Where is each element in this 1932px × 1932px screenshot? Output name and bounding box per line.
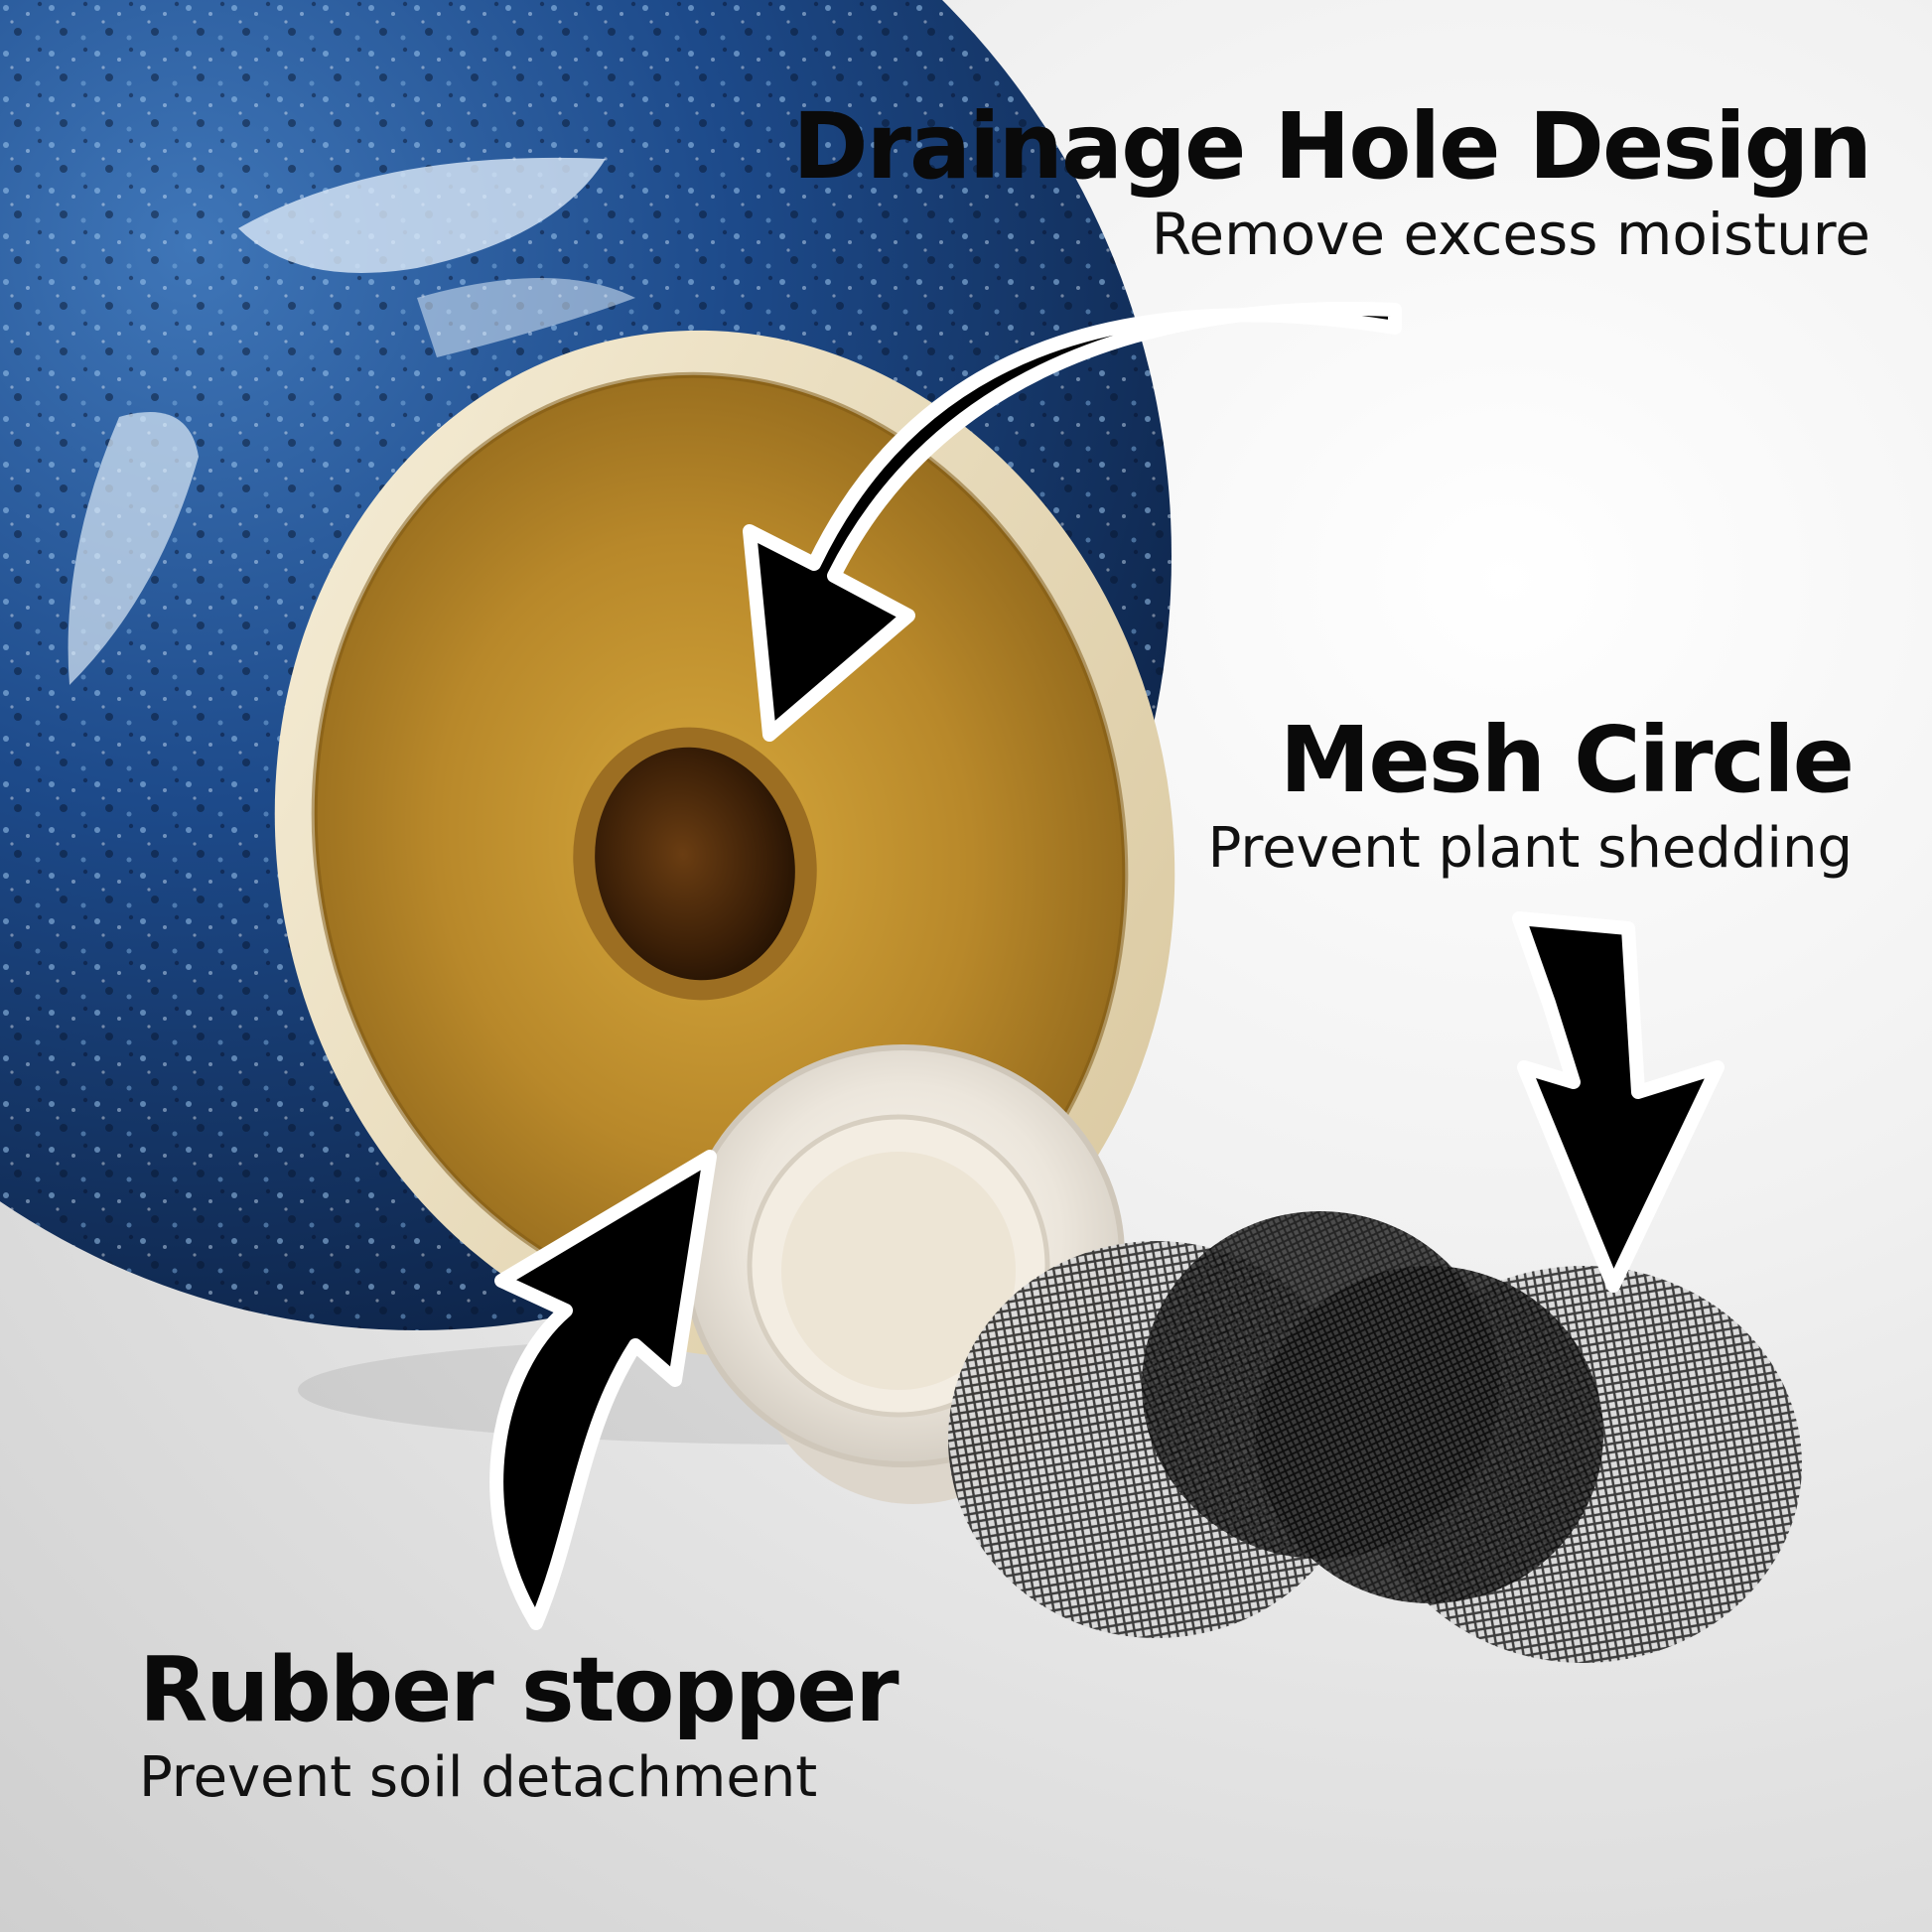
mesh-label: Mesh Circle Prevent plant shedding — [1207, 707, 1855, 881]
drainage-title: Drainage Hole Design — [792, 93, 1872, 200]
curved-arrow-icon — [743, 302, 1402, 742]
curved-arrow-icon — [489, 1150, 717, 1630]
drainage-subtitle: Remove excess moisture — [1151, 200, 1870, 268]
rubber-subtitle: Prevent soil detachment — [139, 1744, 818, 1810]
drainage-hole — [573, 727, 817, 1001]
mesh-title: Mesh Circle — [1279, 707, 1855, 813]
down-arrow-icon — [1512, 911, 1725, 1293]
drainage-label: Drainage Hole Design Remove excess moist… — [792, 93, 1872, 268]
mesh-subtitle: Prevent plant shedding — [1207, 815, 1853, 881]
mesh-circles — [948, 1211, 1802, 1663]
rubber-title: Rubber stopper — [139, 1638, 899, 1742]
rubber-label: Rubber stopper Prevent soil detachment — [139, 1638, 899, 1810]
